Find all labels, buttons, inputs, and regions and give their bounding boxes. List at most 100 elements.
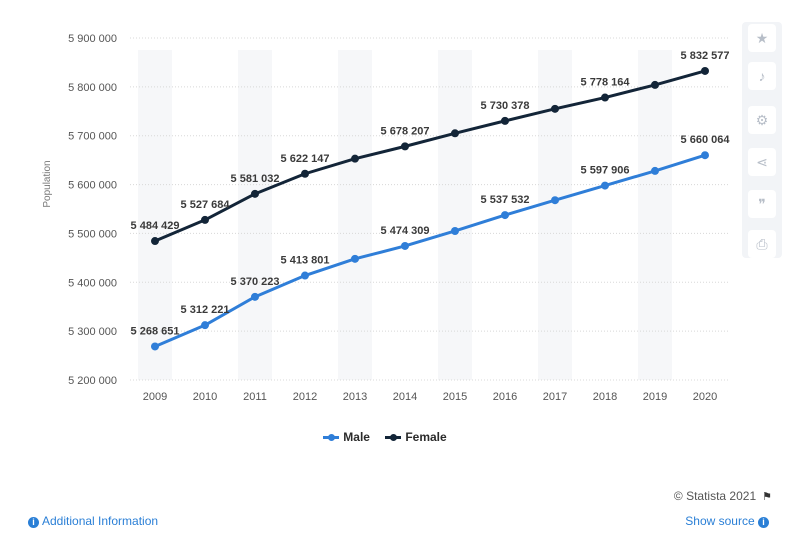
gridlines (130, 37, 730, 381)
x-tick-label: 2013 (343, 391, 367, 403)
x-tick-label: 2016 (493, 391, 517, 403)
x-tick-label: 2009 (143, 391, 167, 403)
data-point[interactable] (501, 211, 509, 220)
column-band (638, 50, 672, 380)
legend-label-male: Male (343, 430, 370, 444)
show-source-link[interactable]: Show source i (685, 514, 772, 528)
data-point[interactable] (651, 80, 659, 89)
print-icon[interactable]: ⎙ (748, 230, 776, 258)
x-tick-label: 2020 (693, 391, 717, 403)
data-label: 5 474 309 (381, 225, 430, 237)
credit[interactable]: © Statista 2021 ⚑ (674, 489, 772, 503)
data-label: 5 622 147 (281, 153, 330, 165)
data-label: 5 312 221 (181, 304, 230, 316)
data-point[interactable] (701, 151, 709, 160)
data-label: 5 370 223 (231, 276, 280, 288)
data-point[interactable] (201, 321, 209, 330)
y-tick-label: 5 700 000 (68, 131, 117, 143)
legend: Male Female (0, 430, 770, 444)
data-point[interactable] (301, 271, 309, 280)
column-band (238, 50, 272, 380)
y-tick-label: 5 200 000 (68, 375, 117, 387)
y-tick-label: 5 500 000 (68, 228, 117, 240)
x-axis-ticks: 2009 2010 2011 2012 2013 2014 2015 2016 2017 2018… (143, 391, 717, 403)
data-point[interactable] (151, 342, 159, 351)
data-label: 5 527 684 (181, 199, 231, 211)
data-label: 5 660 064 (681, 134, 731, 146)
y-tick-label: 5 300 000 (68, 326, 117, 338)
series-line-female[interactable] (154, 69, 706, 243)
data-point[interactable] (201, 215, 209, 224)
share-icon[interactable]: ⋖ (748, 148, 776, 176)
legend-label-female: Female (405, 430, 447, 444)
column-band (338, 50, 372, 380)
data-label: 5 597 906 (581, 165, 630, 177)
flag-icon[interactable]: ⚑ (762, 491, 772, 503)
legend-swatch-female (385, 434, 402, 442)
y-tick-label: 5 600 000 (68, 180, 117, 192)
column-band (138, 50, 172, 380)
data-label: 5 484 429 (131, 220, 180, 232)
data-point[interactable] (401, 241, 409, 250)
legend-swatch-male (323, 434, 340, 442)
y-axis-ticks: 5 200 000 5 300 000 5 400 000 5 500 000 5 60… (68, 33, 117, 387)
series-lines (154, 69, 706, 348)
data-point[interactable] (451, 129, 459, 138)
data-point[interactable] (601, 93, 609, 102)
data-label: 5 413 801 (281, 255, 330, 267)
x-tick-label: 2010 (193, 391, 217, 403)
data-label: 5 678 207 (381, 125, 430, 137)
data-point[interactable] (351, 154, 359, 163)
x-tick-label: 2015 (443, 391, 467, 403)
quote-icon[interactable]: ❞ (748, 190, 776, 218)
bell-icon[interactable]: ♪ (748, 62, 776, 90)
series-points (151, 66, 709, 351)
data-point[interactable] (551, 196, 559, 205)
credit-text: © Statista 2021 (673, 489, 757, 503)
data-point[interactable] (351, 254, 359, 263)
y-tick-label: 5 900 000 (68, 33, 117, 45)
column-band (538, 50, 572, 380)
y-tick-label: 5 800 000 (68, 82, 117, 94)
info-icon: i (28, 517, 39, 528)
data-label: 5 268 651 (131, 325, 180, 337)
population-line-chart: 5 200 000 5 300 000 5 400 000 5 500 000 5 60… (42, 33, 731, 403)
data-point[interactable] (151, 237, 159, 246)
info-icon: i (758, 517, 769, 528)
data-point[interactable] (451, 226, 459, 235)
data-label: 5 778 164 (581, 77, 631, 89)
data-point[interactable] (251, 189, 259, 198)
data-label: 5 537 532 (481, 194, 530, 206)
data-point[interactable] (551, 104, 559, 113)
show-source-label: Show source (685, 514, 755, 528)
x-tick-label: 2014 (393, 391, 417, 403)
data-point[interactable] (501, 116, 509, 125)
y-axis-label: Population (42, 160, 53, 207)
x-tick-label: 2018 (593, 391, 617, 403)
chart-toolbar: ★ ♪ ⚙ ⋖ ❞ ⎙ (742, 22, 782, 258)
column-bands (138, 50, 672, 380)
data-point[interactable] (301, 169, 309, 178)
x-tick-label: 2011 (243, 391, 267, 403)
data-point[interactable] (401, 142, 409, 151)
data-point[interactable] (601, 181, 609, 190)
star-icon[interactable]: ★ (748, 24, 776, 52)
data-point[interactable] (651, 166, 659, 175)
additional-info-label: Additional Information (42, 514, 159, 528)
legend-item-male[interactable]: Male (323, 430, 370, 444)
legend-item-female[interactable]: Female (385, 430, 447, 444)
data-label: 5 730 378 (481, 100, 530, 112)
data-label: 5 581 032 (231, 173, 280, 185)
series-line-male[interactable] (154, 153, 706, 348)
column-band (438, 50, 472, 380)
x-tick-label: 2012 (293, 391, 317, 403)
x-tick-label: 2019 (643, 391, 667, 403)
gear-icon[interactable]: ⚙ (748, 106, 776, 134)
data-point[interactable] (251, 292, 259, 301)
x-tick-label: 2017 (543, 391, 567, 403)
y-tick-label: 5 400 000 (68, 277, 117, 289)
data-point[interactable] (701, 66, 709, 75)
